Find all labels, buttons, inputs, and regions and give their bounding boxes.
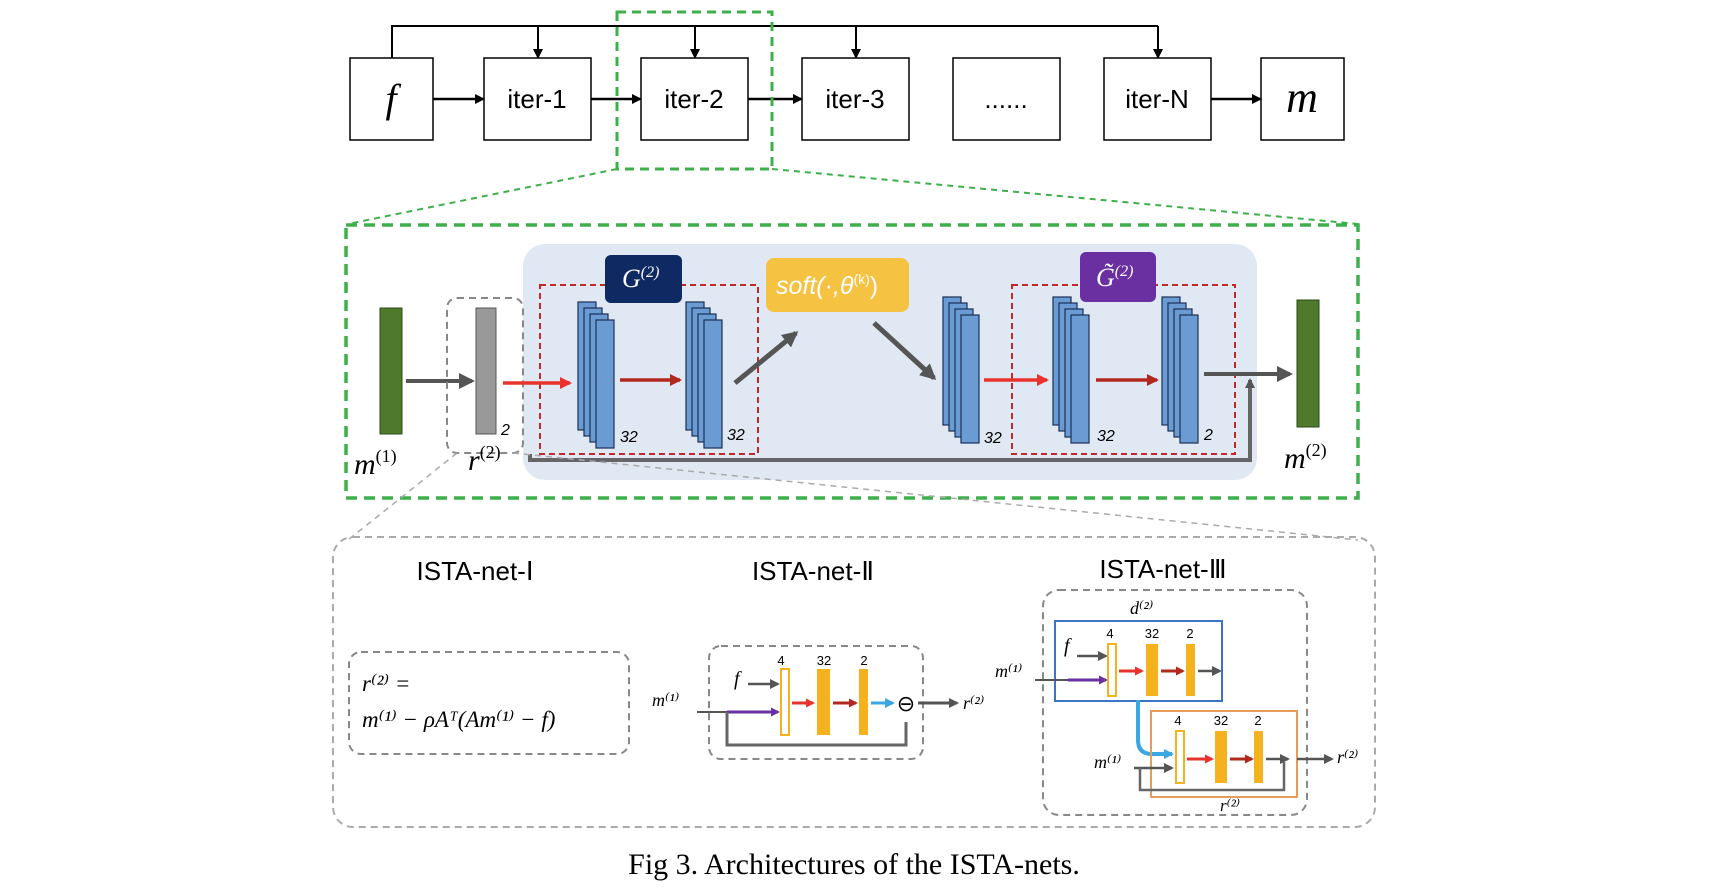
- net3-r-hidden-layer: [1215, 731, 1227, 783]
- iter-n-box: [1103, 57, 1212, 141]
- net3-r-inner-label: r⁽²⁾: [1220, 796, 1240, 815]
- net3-d-output-layer: [1186, 644, 1195, 696]
- output-m-label: m: [1286, 73, 1318, 122]
- g-forward-badge: [605, 255, 682, 303]
- ellipsis-label: ......: [984, 84, 1027, 114]
- ista-net-variants: ISTA-net-Ⅰ r⁽²⁾ = m⁽¹⁾ − ρAᵀ(Am⁽¹⁾ − f) …: [332, 536, 1376, 828]
- net3-d-box: [1054, 620, 1223, 702]
- iteration-detail: m(1) 2 r(2) G(2) 32 32 soft(·,θ(: [344, 223, 1360, 500]
- g-forward-box: [539, 284, 759, 455]
- ellipsis-box: [952, 57, 1061, 141]
- net2-minus-icon: ⊖: [897, 691, 915, 716]
- m2-feature-bar: [1296, 299, 1320, 428]
- iter-2-highlight: [615, 10, 774, 171]
- net3-r-box: [1150, 710, 1298, 798]
- g-backward-label: G̃(2): [1096, 263, 1133, 292]
- net2-input-layer: [780, 668, 790, 736]
- net2-r-output-label: r⁽²⁾: [963, 693, 984, 713]
- net2-m-input-label: m⁽¹⁾: [652, 690, 679, 710]
- g-forward-label: G(2): [622, 264, 659, 293]
- figure-caption: Fig 3. Architectures of the ISTA-nets.: [628, 848, 1080, 881]
- conv-layer-2-channels: 32: [727, 427, 745, 444]
- arrow-to-soft: [733, 331, 799, 385]
- conv-layer-4: [1052, 296, 1090, 444]
- net3-m-input-bottom-label: m⁽¹⁾: [1094, 752, 1121, 772]
- conv-layer-1: [577, 301, 615, 449]
- net2-title: ISTA-net-Ⅱ: [752, 556, 874, 586]
- zoom-line-bottom-right: [512, 452, 1359, 541]
- net3-m-input-top-label: m⁽¹⁾: [995, 661, 1022, 681]
- feedback-line: [391, 25, 1158, 58]
- net3-outer-box: [1042, 589, 1308, 816]
- net3-r-output-layer: [1254, 731, 1263, 783]
- net3-c2-label: 32: [1145, 626, 1159, 641]
- net3-r-output-label: r⁽²⁾: [1337, 747, 1358, 767]
- conv-layer-3: [942, 296, 980, 444]
- iteration-pipeline: f iter-1 iter-2 iter-3 ...... iter-N m: [349, 10, 1345, 171]
- net2-c3-label: 2: [860, 653, 867, 668]
- net3-d-label: d⁽²⁾: [1130, 598, 1153, 618]
- conv-layer-2: [685, 301, 723, 449]
- iter-3-label: iter-3: [825, 84, 884, 114]
- zoom-line-left: [347, 168, 618, 225]
- r-channel-label: 2: [500, 422, 510, 439]
- net1-title: ISTA-net-Ⅰ: [417, 556, 534, 586]
- net3-d-hidden-layer: [1146, 644, 1158, 696]
- net3-c3-label: 2: [1186, 626, 1193, 641]
- soft-threshold-box: [766, 258, 909, 312]
- net3-r-skip-line: [1138, 762, 1286, 792]
- net2-c2-label: 32: [817, 653, 831, 668]
- net3-c1-label: 4: [1106, 626, 1113, 641]
- net3-d-to-r-connector: [1136, 700, 1174, 759]
- net2-skip-line: [725, 712, 908, 747]
- net2-hidden-layer: [817, 669, 830, 735]
- net1-formula-line2: m⁽¹⁾ − ρAᵀ(Am⁽¹⁾ − f): [362, 707, 555, 732]
- input-f-box: [349, 57, 434, 141]
- m1-feature-bar: [379, 307, 403, 435]
- arrow-from-soft: [872, 321, 937, 381]
- r-label: r(2): [468, 442, 501, 477]
- r-dashed-box: [446, 297, 524, 454]
- conv-layer-5-channels: 2: [1203, 427, 1213, 444]
- iter-2-label: iter-2: [664, 84, 723, 114]
- r-feature-bar: [475, 307, 497, 435]
- net1-formula-box: [348, 651, 630, 755]
- residual-skip-line: [528, 381, 1252, 462]
- m2-label: m(2): [1284, 440, 1327, 475]
- iter-n-label: iter-N: [1125, 84, 1189, 114]
- conv-layer-4-channels: 32: [1097, 428, 1115, 445]
- conv-layer-1-channels: 32: [620, 429, 638, 446]
- net3-b3-label: 2: [1254, 713, 1261, 728]
- net3-b2-label: 32: [1214, 713, 1228, 728]
- variants-frame: [332, 536, 1376, 828]
- zoom-line-bottom-left: [347, 452, 458, 541]
- net3-d-input-layer: [1107, 643, 1117, 697]
- soft-threshold-label: soft(·,θ(k)): [776, 271, 878, 300]
- net3-title: ISTA-net-Ⅲ: [1099, 554, 1226, 584]
- net3-f-label: f: [1064, 635, 1072, 657]
- net1-formula-line1: r⁽²⁾ =: [362, 671, 410, 696]
- detail-frame: [344, 223, 1360, 500]
- net3-r-input-layer: [1175, 730, 1185, 784]
- iter-1-label: iter-1: [507, 84, 566, 114]
- conv-layer-5: [1161, 296, 1199, 444]
- conv-layer-3-channels: 32: [984, 430, 1002, 447]
- g-backward-badge: [1080, 252, 1156, 302]
- net2-f-label: f: [734, 668, 742, 690]
- m1-label: m(1): [354, 446, 397, 481]
- zoom-line-right: [771, 168, 1359, 225]
- net2-output-layer: [859, 669, 868, 735]
- net3-b1-label: 4: [1174, 713, 1181, 728]
- net2-c1-label: 4: [777, 653, 784, 668]
